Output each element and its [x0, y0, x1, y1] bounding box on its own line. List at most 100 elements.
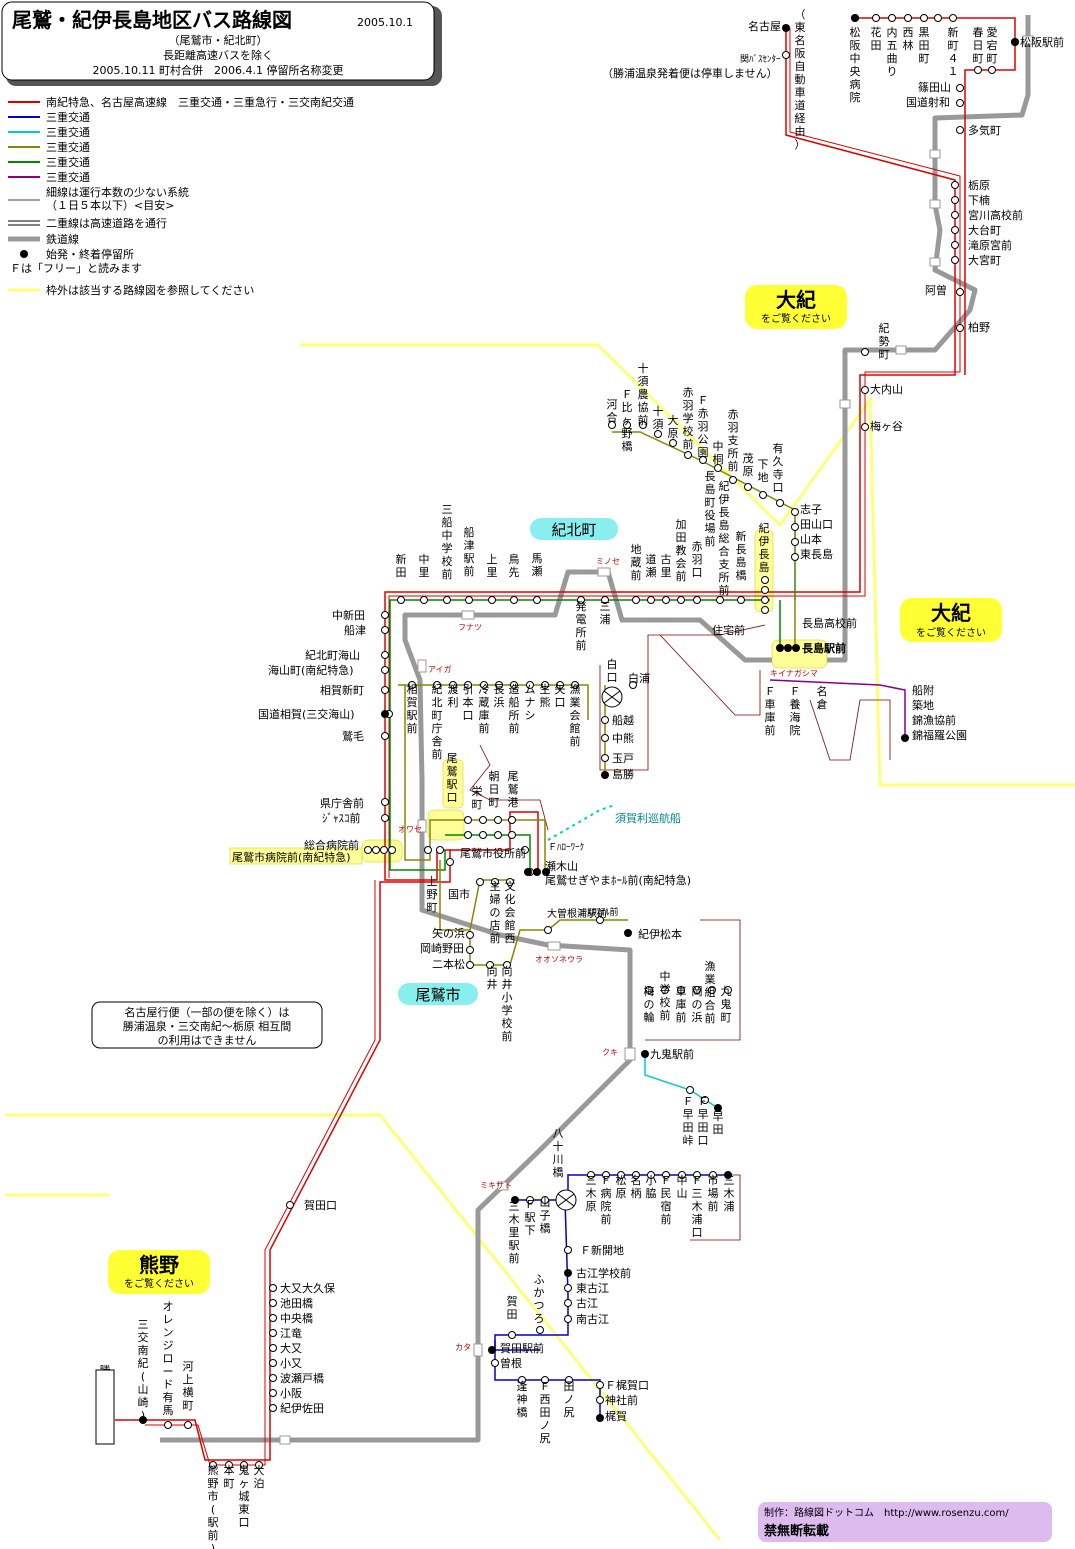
bus-stop-marker [184, 1421, 192, 1429]
bus-stop-marker [541, 681, 549, 689]
terminal-stop-marker [784, 644, 792, 652]
vlabel-sakae: 栄町 [472, 784, 483, 811]
vlabel-akaha-guchi: 赤羽口 [692, 540, 703, 579]
bus-stop-marker [240, 1461, 248, 1469]
bus-stop-marker [699, 456, 707, 464]
label-kata-eki: 賀田駅前 [500, 1341, 544, 1355]
label-owase-byoin: 尾鷲市病院前(南紀特急) [232, 850, 351, 864]
rail-station-umegadani [839, 399, 851, 409]
bus-stop-marker [577, 596, 585, 604]
bus-stop-marker [608, 421, 616, 429]
route-thin-nishiki [809, 699, 891, 761]
label-tayamaguchi: 田山口 [800, 518, 833, 531]
route-thin-kuki [645, 919, 741, 1041]
rail-station-tochihara [929, 199, 941, 209]
vlabel-mukai-sho: 向井小学校前 [502, 964, 513, 1043]
vlabel-miki-hara: 三木原 [586, 1174, 597, 1213]
vlabel-kuki-cho: 九鬼町 [721, 985, 732, 1024]
bus-stop-marker [494, 816, 502, 824]
bus-stop-marker [951, 181, 959, 189]
vlabel-mohara: 茂原 [743, 451, 754, 478]
rail-label-osoneura: オオソネウラ [535, 955, 583, 964]
vlabel-f-kurumagura: Ｆ車庫前 [765, 685, 776, 737]
bus-stop-marker [443, 596, 451, 604]
terminal-stop-marker [782, 24, 790, 32]
bus-stop-marker [495, 681, 503, 689]
footer-credit: 制作：路線図ドットコム http://www.rosenzu.com/ [764, 1506, 1009, 1519]
bus-stop-marker [782, 51, 790, 59]
vlabel-kata: 賀田 [507, 1295, 518, 1321]
label-hasedo: 波瀬戸橋 [280, 1371, 324, 1385]
footer-copyright: 禁無断転載 [764, 1523, 829, 1539]
bus-stop-marker [662, 596, 670, 604]
bus-stop-marker [446, 858, 454, 866]
vlabel-f-miki-ura: Ｆ三木浦口 [692, 1174, 703, 1239]
bus-stop-marker [761, 606, 769, 614]
bus-stop-marker [526, 681, 534, 689]
bus-stop-marker [541, 1196, 549, 1204]
stop-labels-vertical: （東名阪自動車道経由）松阪中央病院花田内五曲り西林黒田町新町４１春日町愛宕町紀勢… [100, 8, 998, 1549]
vlabel-chugakko: 中学校前 [660, 970, 671, 1022]
svg-text:尾鷲市: 尾鷲市 [415, 986, 460, 1004]
vlabel-zosen: 造船所前 [509, 682, 520, 735]
vlabel-owase-ekiguchi: 尾鷲駅口 [447, 752, 458, 804]
label-sone: 曽根 [500, 1356, 522, 1370]
route-red-owase [450, 811, 539, 872]
bus-stop-marker [510, 596, 518, 604]
rail-station-osoneura [547, 941, 561, 951]
bus-stop-marker [564, 1246, 572, 1254]
bus-stop-marker [466, 946, 474, 954]
vlabel-owase-ko: 尾鷲港 [508, 770, 519, 809]
vlabel-kasuga: 春日町 [973, 26, 984, 65]
bus-stop-marker [629, 681, 637, 689]
vlabel-uchigo: 内五曲り [887, 25, 898, 78]
bus-stop-marker [436, 846, 444, 854]
bus-stop-marker [632, 1171, 640, 1179]
bus-stop-marker [510, 681, 518, 689]
note-nagoya: 名古屋行便（一部の便を除く）は 勝浦温泉・三交南紀～栃原 相互間 の利用はできま… [91, 1001, 323, 1049]
legend-thin2: （１日５本以下）<目安> [46, 198, 174, 212]
route-olive-aiga [398, 684, 589, 720]
bus-stop-marker [934, 14, 942, 22]
label-osoneura: 大曽根浦駅前 [547, 907, 607, 920]
bus-stop-marker [920, 14, 928, 22]
rail-station-owase [417, 819, 427, 833]
bus-stop-marker [464, 681, 472, 689]
vlabel-munashi: ムナシ [525, 683, 536, 722]
vlabel-kii-nagashima: 紀伊長島 [759, 522, 770, 574]
legend-item-green: 三重交通 [46, 155, 90, 169]
vlabel-fukatsuro: ふかつろ [534, 1273, 545, 1325]
vlabel-akaba-gakko: 赤羽学校前 [683, 386, 694, 451]
bus-stop-marker [541, 1376, 549, 1384]
svg-text:名古屋行便（一部の便を除く）は: 名古屋行便（一部の便を除く）は [125, 1005, 290, 1019]
bus-stop-marker [408, 681, 416, 689]
bus-stop-marker [476, 878, 484, 886]
bus-stop-marker [479, 831, 487, 839]
route-red-kumano [145, 880, 376, 1466]
label-jinja: 神社前 [605, 1393, 638, 1407]
vlabel-tosu: 十須 [653, 404, 664, 431]
vlabel-mukai: 向井 [487, 964, 498, 991]
bus-stop-marker [951, 256, 959, 264]
label-nakashinden: 中新田 [332, 608, 365, 622]
bus-stop-marker [449, 681, 457, 689]
bus-stop-marker [791, 508, 799, 516]
vlabel-hikimoto: 引本口 [463, 682, 474, 722]
bus-stop-marker [647, 1171, 655, 1179]
route-purple-nishiki [769, 679, 906, 738]
label-funakoshi: 船越 [612, 713, 634, 727]
area-taiki-1-name: 大紀 [776, 288, 816, 312]
vlabel-matsusaka-chuo: 松阪中央病院 [850, 25, 861, 104]
vlabel-kii-sogo: 紀伊長島総合支所前 [719, 480, 730, 597]
bus-stop-marker [564, 1284, 572, 1292]
bus-stop-marker [678, 1171, 686, 1179]
label-erou: 江竜 [280, 1326, 302, 1340]
rail-label-kata: カタ [455, 1343, 471, 1352]
bus-stop-marker [565, 1376, 573, 1384]
legend-item-red: 南紀特急、名古屋高速線 三重交通・三重急行・三交南紀交通 [46, 95, 354, 109]
highlight-zones [229, 529, 828, 865]
label-nakaguma: 中熊 [612, 731, 634, 745]
vlabel-shinmachi41: 新町４１ [948, 25, 959, 78]
label-komata: 小又 [280, 1357, 302, 1370]
vlabel-gyogyo-kumiai: 漁業組合前 [705, 959, 716, 1025]
